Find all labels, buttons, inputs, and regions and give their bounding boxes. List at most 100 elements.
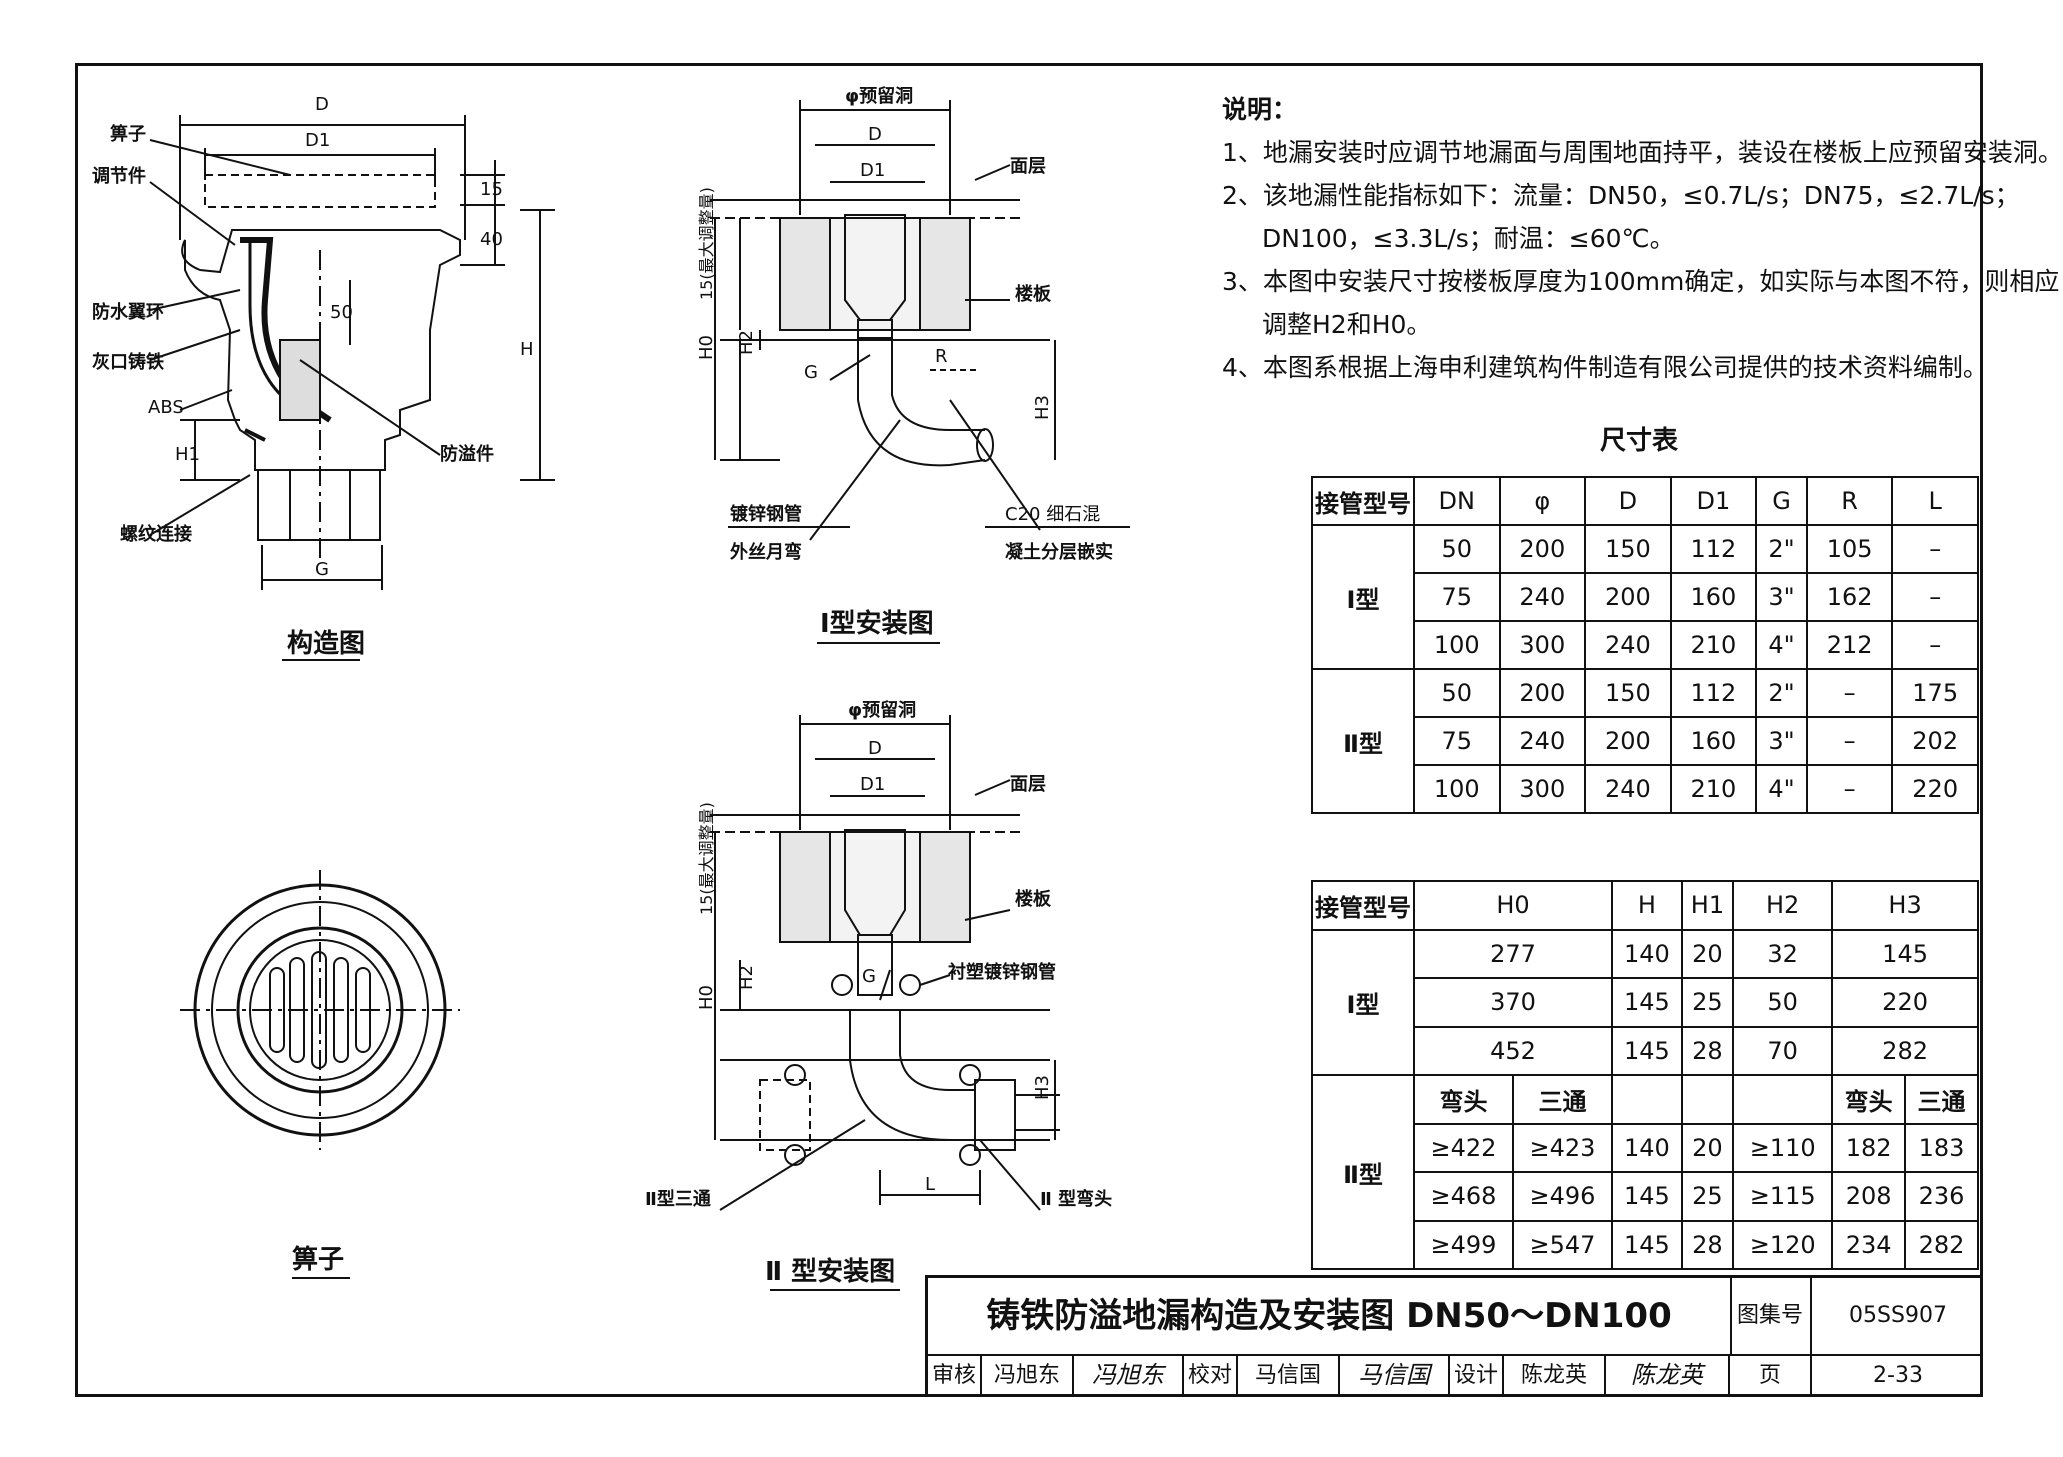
table-cell: 3" <box>1755 716 1808 766</box>
table-cell: 50 <box>1413 524 1501 574</box>
i2-max-adjust: 15(最大调整量) <box>697 802 716 915</box>
table-cell: 300 <box>1498 620 1587 670</box>
table-row: 100 300 240 210 4" 212 – <box>1312 620 1979 670</box>
table-cell: 240 <box>1584 764 1672 814</box>
table-row: Ⅰ型 50 200 150 112 2" 105 – <box>1311 524 1979 670</box>
sub-header: 弯头 <box>1831 1074 1907 1125</box>
design-label: 设计 <box>1450 1354 1504 1397</box>
table-row: 100 300 240 210 4" – 220 <box>1312 764 1979 814</box>
i2-slab: 楼板 <box>1015 888 1052 910</box>
table-cell: 200 <box>1498 668 1587 718</box>
table-header: D <box>1584 476 1672 526</box>
i2-elbow: Ⅱ 型弯头 <box>1040 1188 1112 1210</box>
i1-concrete-2: 凝土分层嵌实 <box>1005 541 1113 563</box>
dim-d: D <box>315 94 329 115</box>
table-header: L <box>1891 476 1979 526</box>
dim-40: 40 <box>480 229 503 250</box>
table-cell: 150 <box>1584 668 1672 718</box>
table-cell: 50 <box>1413 668 1501 718</box>
table-header: D1 <box>1669 476 1758 526</box>
note-line-2: 2、该地漏性能指标如下：流量：DN50，≤0.7L/s；DN75，≤2.7L/s… <box>1222 181 2020 210</box>
i1-bend: 外丝月弯 <box>730 541 802 563</box>
table-cell: 25 <box>1680 1171 1735 1222</box>
label-cast-iron: 灰口铸铁 <box>92 351 164 373</box>
table-cell: 282 <box>1904 1219 1979 1270</box>
table-header: H2 <box>1732 880 1834 931</box>
table-cell <box>1680 1074 1735 1125</box>
drawing-title: 铸铁防溢地漏构造及安装图 DN50～DN100 <box>928 1278 1732 1354</box>
table-cell: 220 <box>1831 977 1979 1028</box>
i2-dim-h2: H2 <box>736 965 757 990</box>
table-cell: 3" <box>1755 572 1808 622</box>
table-header: G <box>1755 476 1808 526</box>
table-cell: 100 <box>1413 764 1501 814</box>
table-cell: 236 <box>1904 1171 1979 1222</box>
checker-signature: 马信国 <box>1340 1354 1450 1397</box>
table-cell: 210 <box>1669 764 1758 814</box>
notes-heading: 说明： <box>1222 95 1298 124</box>
label-abs: ABS <box>148 397 184 418</box>
dim-g: G <box>315 559 329 580</box>
table-cell: 28 <box>1680 1219 1735 1270</box>
table-row: 452 145 28 70 282 <box>1312 1025 1979 1076</box>
sub-header: 三通 <box>1904 1074 1979 1125</box>
table-row: ≥468 ≥496 145 25 ≥115 208 236 <box>1312 1171 1979 1222</box>
i2-surface: 面层 <box>1010 774 1046 795</box>
note-line-3b: 调整H2和H0。 <box>1262 310 1432 339</box>
i1-dim-d1: D1 <box>860 160 885 181</box>
table-cell: 452 <box>1413 1025 1613 1076</box>
i1-concrete-1: C20 细石混 <box>1005 504 1100 525</box>
type-label: Ⅱ型 <box>1311 1074 1415 1270</box>
table-cell: 183 <box>1904 1122 1979 1173</box>
table-cell: ≥496 <box>1512 1171 1613 1222</box>
table-cell: 150 <box>1584 524 1672 574</box>
table-cell: 282 <box>1831 1025 1979 1076</box>
grate-diagram <box>180 870 460 1279</box>
table-cell: ≥499 <box>1413 1219 1514 1270</box>
reviewer-signature: 冯旭东 <box>1074 1354 1184 1397</box>
table-cell: 160 <box>1669 572 1758 622</box>
i2-dim-d: D <box>868 738 882 759</box>
table-cell: – <box>1891 620 1979 670</box>
designer-signature: 陈龙英 <box>1606 1354 1730 1397</box>
title-block-row-2: 审核 冯旭东 冯旭东 校对 马信国 马信国 设计 陈龙英 陈龙英 页 2-33 <box>928 1354 1983 1400</box>
table-cell: 160 <box>1669 716 1758 766</box>
table-cell: 145 <box>1611 977 1683 1028</box>
i2-dim-h0: H0 <box>696 985 717 1010</box>
i1-dim-h2: H2 <box>736 330 757 355</box>
checker-name: 马信国 <box>1238 1354 1340 1397</box>
table-cell: 182 <box>1831 1122 1907 1173</box>
table-cell: 240 <box>1498 572 1587 622</box>
table-header: H <box>1611 880 1683 931</box>
i1-dim-r: R <box>935 346 948 367</box>
table-cell: 277 <box>1413 928 1613 979</box>
table-cell: – <box>1805 716 1894 766</box>
table-cell: 20 <box>1680 1122 1735 1173</box>
dim-d1: D1 <box>305 130 330 151</box>
i1-galv-pipe: 镀锌钢管 <box>730 503 802 525</box>
title-block: 铸铁防溢地漏构造及安装图 DN50～DN100 图集号 05SS907 审核 冯… <box>925 1275 1983 1397</box>
dim-15: 15 <box>480 179 503 200</box>
i2-reserved-hole: φ预留洞 <box>848 699 916 721</box>
table-row: Ⅰ型 277 140 20 32 145 <box>1311 928 1979 1076</box>
note-line-2b: DN100，≤3.3L/s；耐温：≤60℃。 <box>1262 224 1675 253</box>
install-2-title: Ⅱ 型安装图 <box>765 1257 895 1287</box>
table-cell: 300 <box>1498 764 1587 814</box>
table-header: H0 <box>1413 880 1613 931</box>
table-header: R <box>1805 476 1894 526</box>
i2-dim-g: G <box>862 966 876 987</box>
i1-reserved-hole: φ预留洞 <box>845 85 913 107</box>
table-header-row: 接管型号 H0 H H1 H2 H3 <box>1311 880 1979 931</box>
label-adjuster: 调节件 <box>92 165 146 187</box>
type-label: Ⅰ型 <box>1311 524 1415 670</box>
dim-h1: H1 <box>175 444 200 465</box>
i1-dim-h0: H0 <box>696 335 717 360</box>
table-cell: 140 <box>1611 1122 1683 1173</box>
table-cell: 75 <box>1413 572 1501 622</box>
table-cell: ≥115 <box>1732 1171 1834 1222</box>
table-row: ≥499 ≥547 145 28 ≥120 234 282 <box>1312 1219 1979 1270</box>
i2-tee: Ⅱ型三通 <box>645 1188 711 1210</box>
dimension-table-1: 接管型号 DN φ D D1 G R L Ⅰ型 50 200 150 112 2… <box>1311 476 1979 814</box>
table-cell: 202 <box>1891 716 1979 766</box>
reviewer-name: 冯旭东 <box>982 1354 1074 1397</box>
